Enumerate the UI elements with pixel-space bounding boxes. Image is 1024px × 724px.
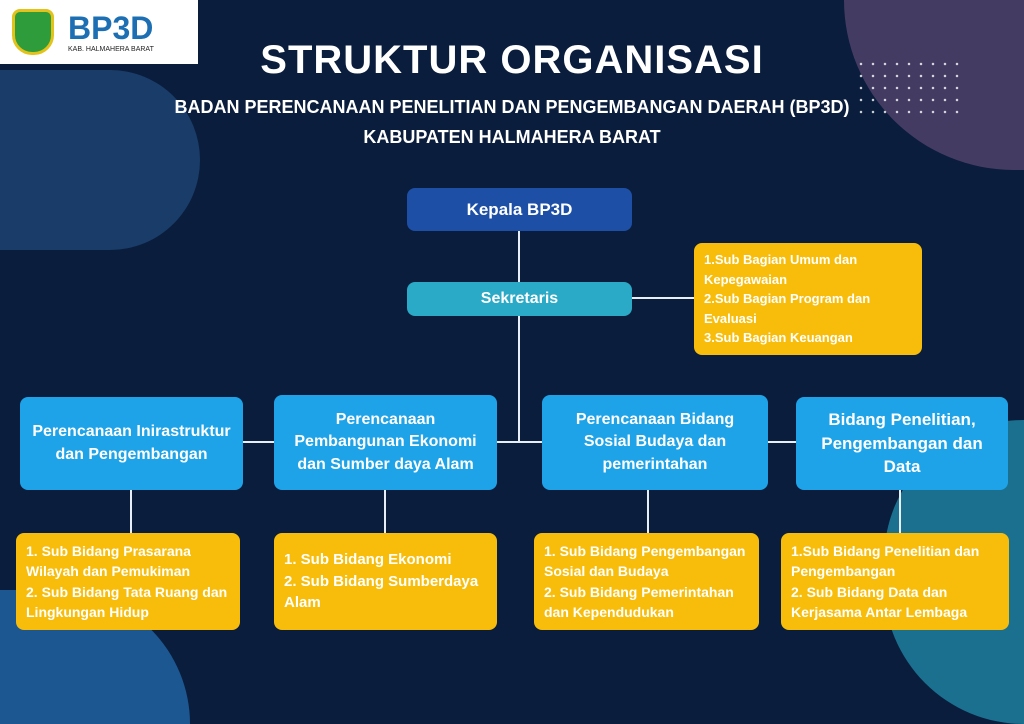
list-item: 3.Sub Bagian Keuangan bbox=[704, 330, 853, 346]
connector bbox=[632, 297, 694, 299]
sub-bidang-box: 1. Sub Bidang Ekonomi 2. Sub Bidang Sumbe… bbox=[274, 533, 497, 630]
subtitle-region: KABUPATEN HALMAHERA BARAT bbox=[363, 127, 661, 147]
sub-bidang-box: 1.Sub Bidang Penelitian dan Pengembangan… bbox=[781, 533, 1009, 630]
connector bbox=[899, 490, 901, 533]
sekretaris-box: Sekretaris bbox=[407, 282, 632, 316]
connector bbox=[647, 490, 649, 533]
connector bbox=[130, 490, 132, 533]
page-title: STRUKTUR ORGANISASI bbox=[260, 38, 764, 82]
list-item: 1. Sub Bidang Prasarana Wilayah dan Pemu… bbox=[26, 542, 191, 580]
connector bbox=[768, 441, 796, 443]
subtitle: BADAN PERENCANAAN PENELITIAN DAN PENGEMB… bbox=[174, 97, 850, 117]
bidang-box: Bidang Penelitian, Pengembangan dan Data bbox=[796, 397, 1008, 490]
list-item: 2.Sub Bagian Program dan Evaluasi bbox=[704, 291, 871, 326]
list-item: 1. Sub Bidang Pengembangan Sosial dan Bu… bbox=[544, 542, 746, 580]
sub-bidang-box: 1. Sub Bidang Prasarana Wilayah dan Pemu… bbox=[16, 533, 240, 630]
list-item: 2. Sub Bidang Sumberdaya Alam bbox=[284, 572, 479, 612]
list-item: 1.Sub Bagian Umum dan Kepegawaian bbox=[704, 252, 858, 287]
bidang-box: Perencanaan Inirastruktur dan Pengembang… bbox=[20, 397, 243, 490]
connector bbox=[518, 231, 520, 443]
bidang-box: Perencanaan Pembangunan Ekonomi dan Sumb… bbox=[274, 395, 497, 490]
list-item: 1. Sub Bidang Ekonomi bbox=[284, 550, 452, 568]
sub-bidang-box: 1. Sub Bidang Pengembangan Sosial dan Bu… bbox=[534, 533, 759, 630]
decor-dots bbox=[855, 58, 965, 114]
bidang-box: Perencanaan Bidang Sosial Budaya dan pem… bbox=[542, 395, 768, 490]
connector bbox=[384, 490, 386, 533]
kepala-box: Kepala BP3D bbox=[407, 188, 632, 231]
decor-blob bbox=[0, 70, 200, 250]
list-item: 2. Sub Bidang Data dan Kerjasama Antar L… bbox=[791, 583, 968, 620]
list-item: 2. Sub Bidang Tata Ruang dan Lingkungan … bbox=[26, 583, 228, 620]
list-item: 1.Sub Bidang Penelitian dan Pengembangan bbox=[791, 542, 980, 580]
regency-seal-icon bbox=[12, 9, 54, 55]
sekretariat-box: 1.Sub Bagian Umum dan Kepegawaian 2.Sub … bbox=[694, 243, 922, 355]
list-item: 2. Sub Bidang Pemerintahan dan Kependudu… bbox=[544, 583, 734, 620]
